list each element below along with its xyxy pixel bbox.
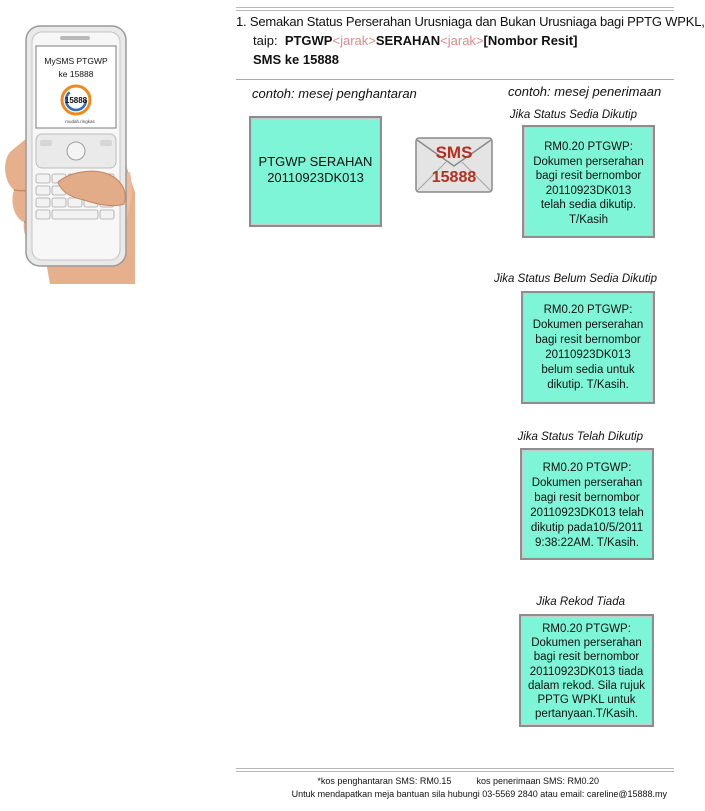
response-line: RM0.20 PTGWP: [542, 623, 631, 635]
section-divider [236, 79, 674, 80]
response-line: bagi resit bernombor [534, 492, 640, 504]
sent-message-line: 20110923DK013 [267, 170, 364, 185]
response-line: pertanyaan.T/Kasih. [535, 708, 638, 721]
response-line: belum sedia untuk [541, 364, 635, 376]
receipt-number-placeholder: [Nombor Resit] [483, 33, 578, 48]
response-line: Dokumen perserahan [531, 637, 642, 650]
envelope-label-bottom: 15888 [432, 169, 477, 186]
instruction-sms-to: SMS ke 15888 [253, 52, 340, 67]
response-line: RM0.20 PTGWP: [542, 462, 632, 474]
logo-number: 15888 [65, 96, 88, 105]
response-box: RM0.20 PTGWP: Dokumen perserahan bagi re… [521, 291, 655, 404]
top-divider [236, 7, 674, 11]
envelope-label-top: SMS [436, 143, 473, 162]
response-line: telah sedia dikutip. [540, 199, 637, 211]
response-line: PPTG WPKL untuk [537, 694, 636, 707]
response-box: RM0.20 PTGWP: Dokumen perserahan bagi re… [520, 448, 654, 560]
response-line: RM0.20 PTGWP: [544, 141, 633, 153]
response-line: Dokumen perserahan [532, 319, 644, 331]
status-label: Jika Rekod Tiada [536, 596, 625, 608]
sms-keyword: SERAHAN [375, 33, 441, 48]
response-line: bagi resit bernombor [535, 334, 641, 346]
footer-costs: *kos penghantaran SMS: RM0.15 kos peneri… [317, 776, 599, 786]
taip-label: taip: [253, 33, 278, 48]
response-line: 20110923DK013 telah [530, 507, 644, 519]
status-label: Jika Status Belum Sedia Dikutip [494, 273, 657, 285]
response-line: RM0.20 PTGWP: [543, 304, 633, 316]
status-label: Jika Status Telah Dikutip [517, 431, 643, 443]
response-line: Dokumen perserahan [533, 155, 644, 168]
status-label: Jika Status Sedia Dikutip [509, 109, 637, 121]
response-line: 9:38:22AM. T/Kasih. [535, 537, 639, 549]
sms-code: PTGWP [284, 33, 333, 48]
response-line: dikutip. T/Kasih. [547, 379, 629, 391]
response-line: 20110923DK013 [545, 184, 632, 197]
response-line: dikutip pada10/5/2011 [530, 522, 644, 534]
instruction-line1: 1. Semakan Status Perserahan Urusniaga d… [236, 14, 705, 29]
response-box: RM0.20 PTGWP: Dokumen perserahan bagi re… [519, 614, 654, 727]
response-line: 20110923DK013 tiada [529, 665, 644, 678]
15888-logo: 15888 [60, 84, 92, 116]
response-line: dalam rekod. Sila rujuk [528, 679, 645, 692]
response-box: RM0.20 PTGWP: Dokumen perserahan bagi re… [522, 125, 655, 238]
footer-divider [236, 768, 674, 772]
response-line: 20110923DK013 [545, 349, 631, 361]
logo-tagline: mudah.ringkas [65, 119, 95, 124]
space-placeholder-1: <jarak> [332, 33, 376, 48]
instruction-line2: taip: PTGWP<jarak>SERAHAN<jarak>[Nombor … [253, 32, 577, 50]
response-line: Dokumen perserahan [531, 477, 643, 489]
phone-screen-line2: ke 15888 [59, 69, 94, 79]
sms-envelope-icon: SMS 15888 [415, 137, 493, 193]
sent-heading: contoh: mesej penghantaran [252, 86, 417, 101]
sent-message-box: PTGWP SERAHAN 20110923DK013 [249, 116, 382, 227]
response-line: T/Kasih [569, 213, 608, 226]
phone-illustration: MySMS PTGWP ke 15888 15888 mudah.ringkas [5, 25, 135, 284]
response-line: bagi resit bernombor [533, 651, 640, 664]
space-placeholder-2: <jarak> [440, 33, 484, 48]
response-line: bagi resit bernombor [535, 170, 642, 182]
phone-screen-line1: MySMS PTGWP [44, 56, 108, 66]
thumb-shape [57, 170, 126, 207]
footer-helpdesk: Untuk mendapatkan meja bantuan sila hubu… [291, 789, 667, 799]
received-heading: contoh: mesej penerimaan [508, 84, 662, 99]
sent-message-line: PTGWP SERAHAN [258, 154, 373, 169]
